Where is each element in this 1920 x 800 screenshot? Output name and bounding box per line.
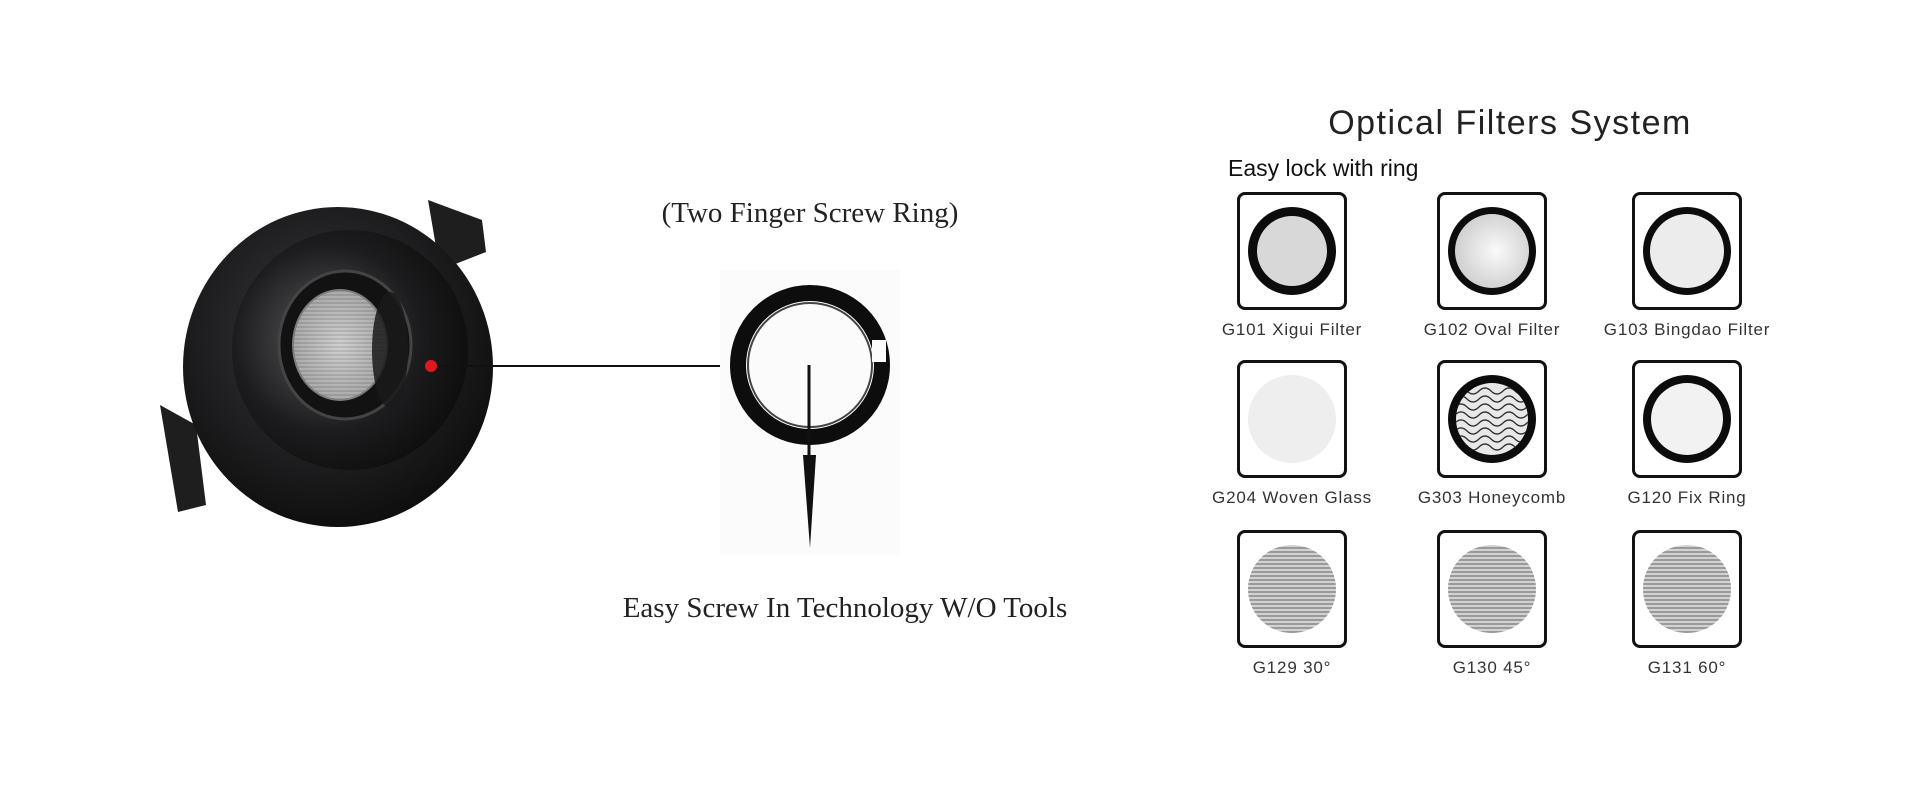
filter-card: G131 60° <box>1587 530 1787 695</box>
filter-card: G204 Woven Glass <box>1192 360 1392 525</box>
filter-label: G204 Woven Glass <box>1212 488 1372 507</box>
filter-label: G130 45° <box>1452 658 1532 677</box>
filter-image <box>1237 360 1347 478</box>
filter-lens-icon <box>1248 207 1336 295</box>
filter-card: G102 Oval Filter <box>1392 192 1592 357</box>
filter-image <box>1632 192 1742 310</box>
filter-card: G120 Fix Ring <box>1587 360 1787 525</box>
filter-label: G129 30° <box>1252 658 1332 677</box>
connector-line <box>430 365 730 367</box>
filters-title: Optical Filters System <box>1328 104 1692 142</box>
filter-lens-icon <box>1248 375 1336 463</box>
filter-lens-icon <box>1643 375 1731 463</box>
filter-card: G129 30° <box>1192 530 1392 695</box>
screw-technology-caption: Easy Screw In Technology W/O Tools <box>622 592 1068 624</box>
filter-label: G102 Oval Filter <box>1423 320 1561 339</box>
filter-card: G303 Honeycomb <box>1392 360 1592 525</box>
filter-card: G103 Bingdao Filter <box>1587 192 1787 357</box>
filter-lens-icon <box>1448 207 1536 295</box>
filters-subtitle: Easy lock with ring <box>1228 155 1419 181</box>
filter-image <box>1237 192 1347 310</box>
filter-image <box>1237 530 1347 648</box>
filter-label: G303 Honeycomb <box>1417 488 1567 507</box>
filter-image <box>1437 360 1547 478</box>
filter-label: G101 Xigui Filter <box>1221 320 1363 339</box>
filter-lens-icon <box>1448 375 1536 463</box>
filter-lens-icon <box>1248 545 1336 633</box>
filter-label: G103 Bingdao Filter <box>1603 320 1771 339</box>
filter-label: G120 Fix Ring <box>1627 488 1747 507</box>
filter-image <box>1437 192 1547 310</box>
filter-card: G130 45° <box>1392 530 1592 695</box>
downlight-fixture-image <box>160 200 493 527</box>
filter-image <box>1437 530 1547 648</box>
filter-image <box>1632 360 1742 478</box>
filter-lens-icon <box>1643 545 1731 633</box>
filter-lens-icon <box>1643 207 1731 295</box>
screw-ring-caption: (Two Finger Screw Ring) <box>661 197 959 229</box>
filter-card: G101 Xigui Filter <box>1192 192 1392 357</box>
filter-lens-icon <box>1448 545 1536 633</box>
filter-image <box>1632 530 1742 648</box>
pointer-dot <box>425 360 437 372</box>
screw-ring-image <box>720 270 900 555</box>
filter-label: G131 60° <box>1647 658 1727 677</box>
